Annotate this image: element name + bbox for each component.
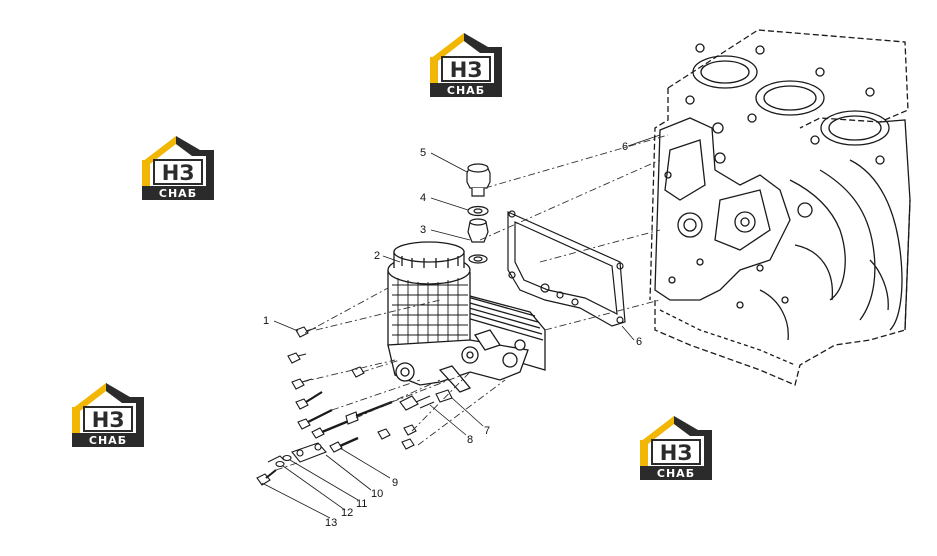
watermark-letters: НЗ [660, 441, 693, 465]
engine-block [649, 29, 911, 386]
watermark-word: СНАБ [447, 84, 485, 97]
callout-5: 5 [420, 147, 426, 159]
callout-12: 12 [341, 507, 353, 519]
callout-8: 8 [467, 434, 473, 446]
watermark-letters: НЗ [450, 58, 483, 82]
watermark-logo: НЗ СНАБ [430, 33, 502, 97]
callout-9: 9 [392, 477, 398, 489]
fasteners [256, 326, 453, 486]
watermark-logo: НЗ СНАБ [142, 136, 214, 200]
callout-6-top: 6 [622, 141, 628, 153]
watermark-word: СНАБ [89, 434, 127, 447]
callout-7: 7 [484, 425, 490, 437]
callout-6-gasket: 6 [636, 336, 642, 348]
callout-11: 11 [356, 498, 367, 510]
cooler-gasket [507, 210, 626, 327]
relief-valve-stack [466, 163, 491, 264]
callout-1: 1 [263, 315, 269, 327]
oil-cooler-assembly [387, 241, 546, 393]
callout-10: 10 [371, 488, 383, 500]
leader-lines [261, 134, 661, 519]
alignment-lines [275, 134, 669, 471]
watermark-word: СНАБ [159, 187, 197, 200]
watermark-logo: НЗ СНАБ [640, 416, 712, 480]
callout-4: 4 [420, 192, 426, 204]
callout-13: 13 [325, 517, 337, 529]
callout-2: 2 [374, 250, 380, 262]
callout-numbers: 1 2 3 4 5 6 6 7 8 9 10 11 12 13 [263, 141, 642, 529]
watermark-logo: НЗ СНАБ [72, 383, 144, 447]
watermark-word: СНАБ [657, 467, 695, 480]
watermark-letters: НЗ [92, 408, 125, 432]
watermark-letters: НЗ [162, 161, 195, 185]
callout-3: 3 [420, 224, 426, 236]
watermark-logos: НЗ СНАБ НЗ СНАБ НЗ СНАБ НЗ СНАБ [72, 33, 712, 480]
